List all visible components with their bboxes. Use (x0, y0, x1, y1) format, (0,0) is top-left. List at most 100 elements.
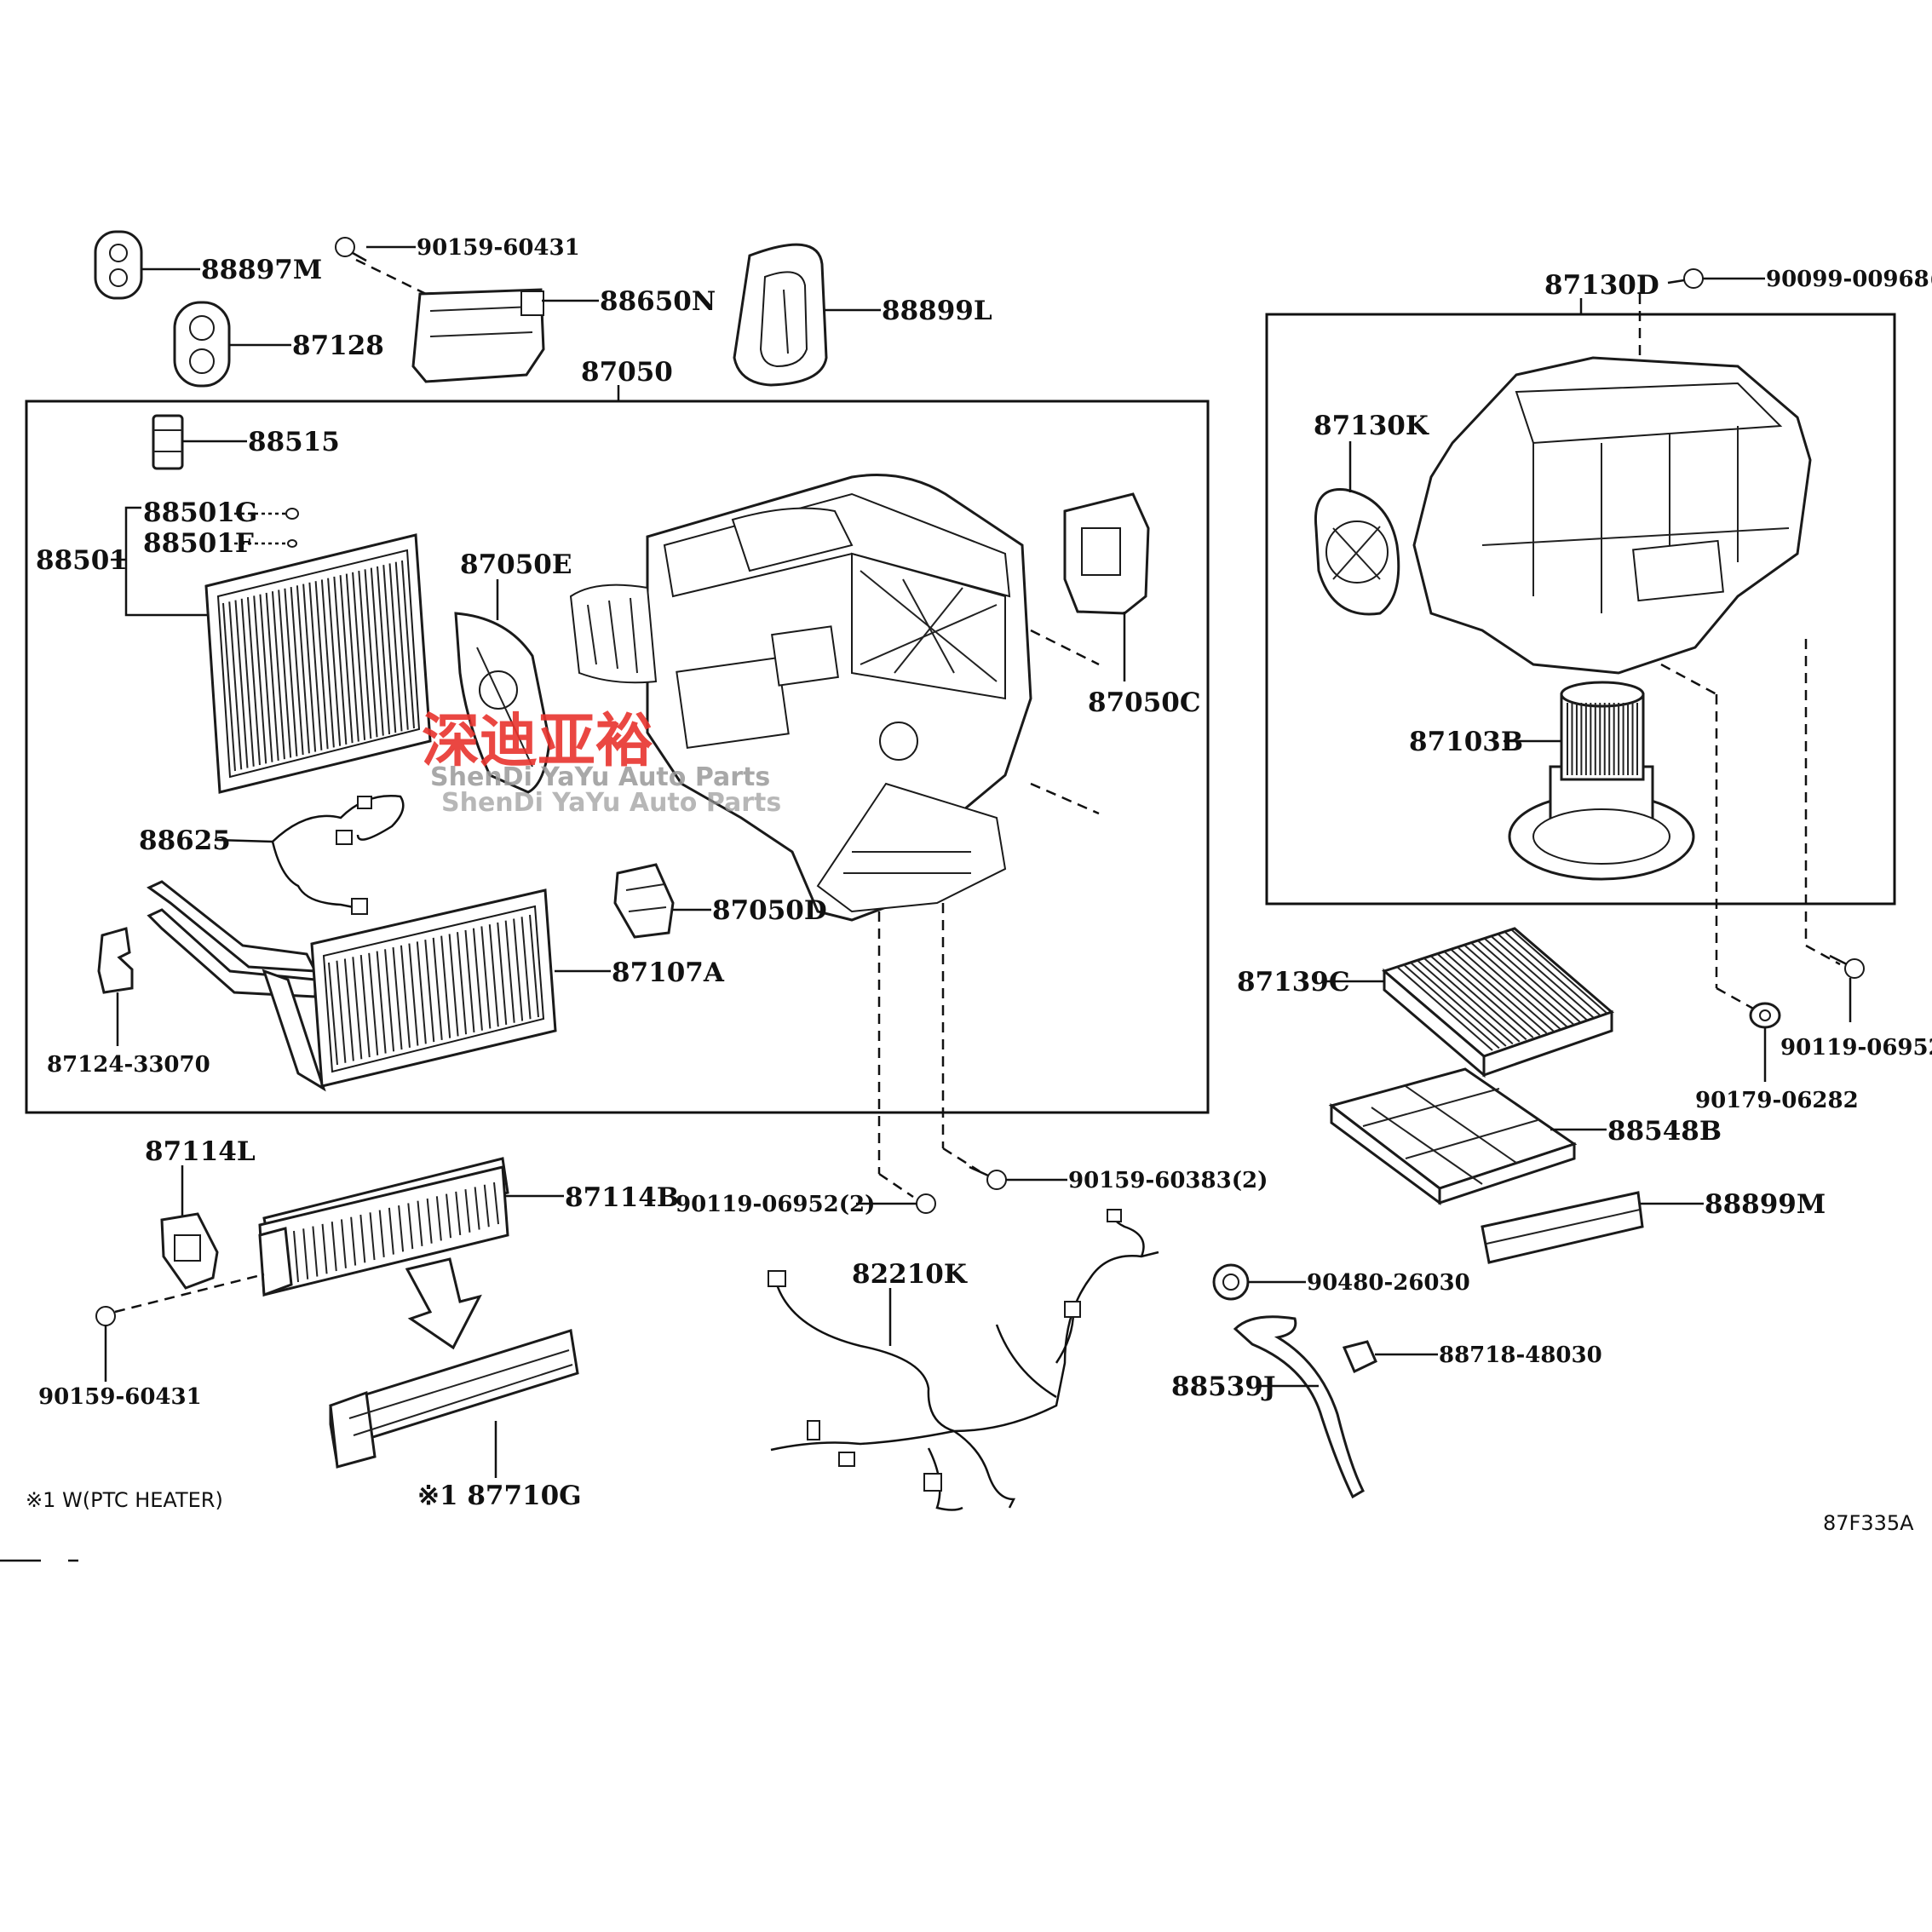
fin-line (1396, 966, 1493, 1051)
fin-line (234, 600, 249, 768)
label-87050C: 87050C (1088, 687, 1201, 718)
fin-line (345, 573, 359, 742)
label-88718-48030: 88718-48030 (1439, 1343, 1602, 1368)
heater-core-87107A-icon (147, 880, 557, 1092)
ecu-88650N-icon (411, 288, 545, 383)
fin-line (520, 917, 532, 1020)
fin-line (474, 1187, 480, 1230)
fin-line (259, 594, 273, 762)
fan-cover-87130K-icon (1314, 488, 1400, 616)
label-88625: 88625 (139, 825, 231, 856)
label-88539J: 88539J (1171, 1371, 1276, 1402)
fin-line (336, 960, 347, 1063)
expansion-valve-88515-icon (152, 414, 184, 470)
fin-line (1504, 931, 1601, 1017)
fin-line (1477, 940, 1574, 1026)
fin-line (1450, 949, 1548, 1034)
grommet-87128-icon (173, 301, 231, 388)
fin-line (376, 951, 387, 1054)
label-88899M: 88899M (1705, 1189, 1826, 1220)
fin-line (416, 941, 427, 1044)
label-87114L: 87114L (145, 1136, 256, 1167)
fin-line (407, 1203, 414, 1250)
fin-line (339, 575, 354, 744)
label-90119-06952: 90119-06952 (1780, 1035, 1932, 1061)
fin-line (464, 1189, 471, 1233)
fin-line (424, 940, 435, 1043)
actuator-87050C-icon (1063, 492, 1150, 626)
fin-line (222, 602, 236, 772)
fin-line (388, 1207, 394, 1255)
fin-line (1511, 929, 1608, 1015)
fin-line (302, 1228, 309, 1279)
fin-line (1491, 935, 1588, 1021)
connector-88718-48030-icon (1342, 1340, 1377, 1374)
label-87124-33070: 87124-33070 (47, 1052, 210, 1078)
label-88501: 88501 (36, 545, 128, 576)
label-88515: 88515 (248, 427, 340, 457)
drain-hose-88539J-icon (1233, 1315, 1365, 1499)
fin-line (364, 569, 378, 738)
frame-87050 (25, 400, 1210, 1114)
fin-line (382, 565, 397, 733)
label-87050E: 87050E (460, 549, 572, 580)
fin-line (432, 937, 443, 1040)
fin-line (369, 1212, 376, 1261)
clamp-87124-33070-icon (97, 927, 134, 994)
fin-line (493, 1182, 499, 1225)
fin-line (1410, 962, 1507, 1047)
fin-line (368, 952, 379, 1055)
o-ring-88501G-icon (285, 508, 299, 520)
bracket-87114L-icon (160, 1212, 219, 1290)
bolt-90119-06952-2-icon (916, 1193, 936, 1214)
figure-code: 87F335A (1823, 1511, 1914, 1535)
filter-case-88548B-icon (1328, 1067, 1578, 1205)
fin-line (350, 1216, 357, 1266)
fin-line (1430, 955, 1527, 1041)
heater-87710G-icon (329, 1329, 579, 1469)
replacement-arrow-icon (405, 1257, 482, 1350)
label-87107A: 87107A (612, 957, 725, 988)
fin-line (358, 570, 372, 739)
fin-line (253, 595, 267, 764)
label-87050: 87050 (581, 357, 673, 388)
blower-motor-87103B-icon (1508, 681, 1695, 881)
seal-88899M-icon (1481, 1191, 1644, 1264)
fin-line (321, 1223, 328, 1274)
fin-line (340, 1219, 347, 1268)
label-87050D: 87050D (712, 895, 827, 926)
watermark-brand-en-2: ShenDi YaYu Auto Parts (441, 788, 781, 818)
grommet-88897M-icon (94, 230, 143, 300)
fin-line (455, 1191, 462, 1236)
fin-line (228, 601, 243, 770)
fin-line (1417, 959, 1514, 1045)
fin-line (398, 1205, 405, 1252)
fin-line (464, 929, 475, 1033)
fin-line (370, 567, 384, 736)
fin-line (328, 962, 338, 1066)
fin-line (401, 560, 415, 729)
label-90480-26030: 90480-26030 (1307, 1270, 1470, 1296)
fin-line (417, 1200, 423, 1246)
label-87114B: 87114B (565, 1182, 679, 1213)
fin-line (320, 579, 335, 748)
label-87128: 87128 (292, 331, 384, 361)
fin-line (331, 1222, 337, 1272)
fin-line (529, 914, 539, 1018)
fin-line (1470, 942, 1568, 1027)
fin-line (448, 934, 459, 1037)
evaporator-88501-icon (204, 533, 432, 794)
label-88899L: 88899L (882, 296, 992, 326)
fin-line (278, 589, 292, 758)
note-ptc-heater: ※1 W(PTC HEATER) (26, 1488, 223, 1512)
fin-line (392, 946, 403, 1050)
bolt-90099-icon (1667, 268, 1704, 289)
label-82210K: 82210K (852, 1259, 968, 1290)
fin-line (1436, 953, 1534, 1038)
label-90179-06282: 90179-06282 (1695, 1088, 1859, 1113)
fin-line (446, 1193, 452, 1239)
label-90159-60383-2: 90159-60383(2) (1068, 1168, 1268, 1193)
fin-line (378, 1210, 385, 1257)
fin-line (1484, 938, 1581, 1023)
fin-line (1457, 946, 1555, 1032)
